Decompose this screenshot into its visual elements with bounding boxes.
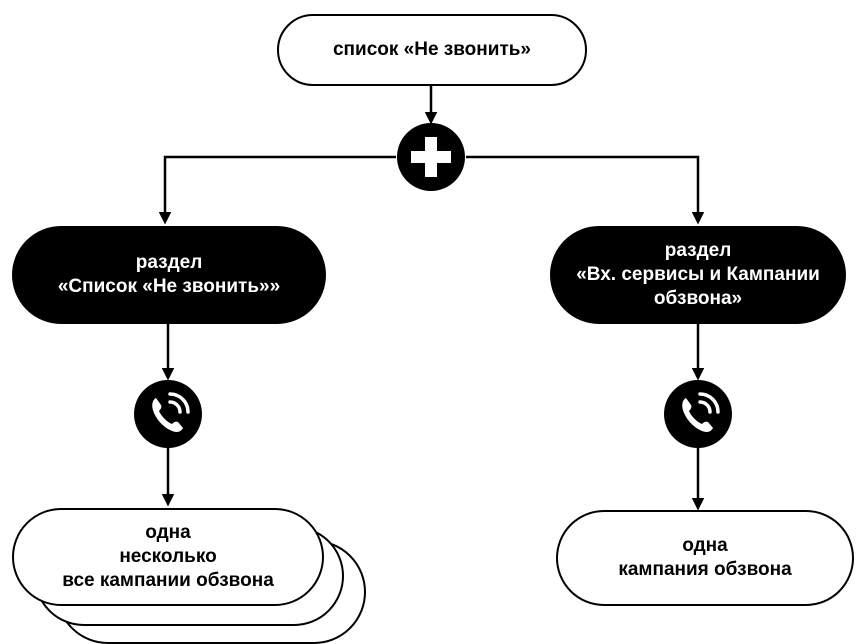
left-section-line-1: раздел — [135, 252, 203, 273]
right-result-line-2: кампания обзвона — [618, 559, 792, 580]
left-phone-circle — [134, 380, 202, 448]
left-section-line-2: «Список «Не звонить»» — [57, 276, 281, 297]
top-node-label: список «Не звонить» — [332, 39, 531, 60]
top-node: список «Не звонить» — [277, 14, 587, 86]
right-section-line-2: «Вх. сервисы и Кампании — [576, 264, 820, 285]
right-section-line-3: обзвона» — [653, 288, 743, 309]
plus-circle — [397, 123, 465, 191]
left-result-node: одна несколько все кампании обзвона — [12, 508, 324, 606]
right-phone-circle — [664, 380, 732, 448]
left-result-line-1: одна — [145, 522, 191, 543]
right-section-line-1: раздел — [664, 240, 732, 261]
line-plus-to-left — [158, 155, 396, 225]
phone-call-icon — [152, 392, 190, 432]
phone-call-icon — [682, 392, 720, 432]
left-result-line-2: несколько — [119, 546, 217, 567]
right-section-node: раздел «Вх. сервисы и Кампании обзвона» — [550, 226, 846, 324]
right-result-line-1: одна — [682, 535, 728, 556]
left-section-node: раздел «Список «Не звонить»» — [12, 226, 326, 324]
left-result-line-3: все кампании обзвона — [62, 570, 274, 591]
right-result-node: одна кампания обзвона — [556, 510, 854, 606]
line-plus-to-right — [466, 155, 705, 225]
plus-icon — [411, 137, 451, 177]
